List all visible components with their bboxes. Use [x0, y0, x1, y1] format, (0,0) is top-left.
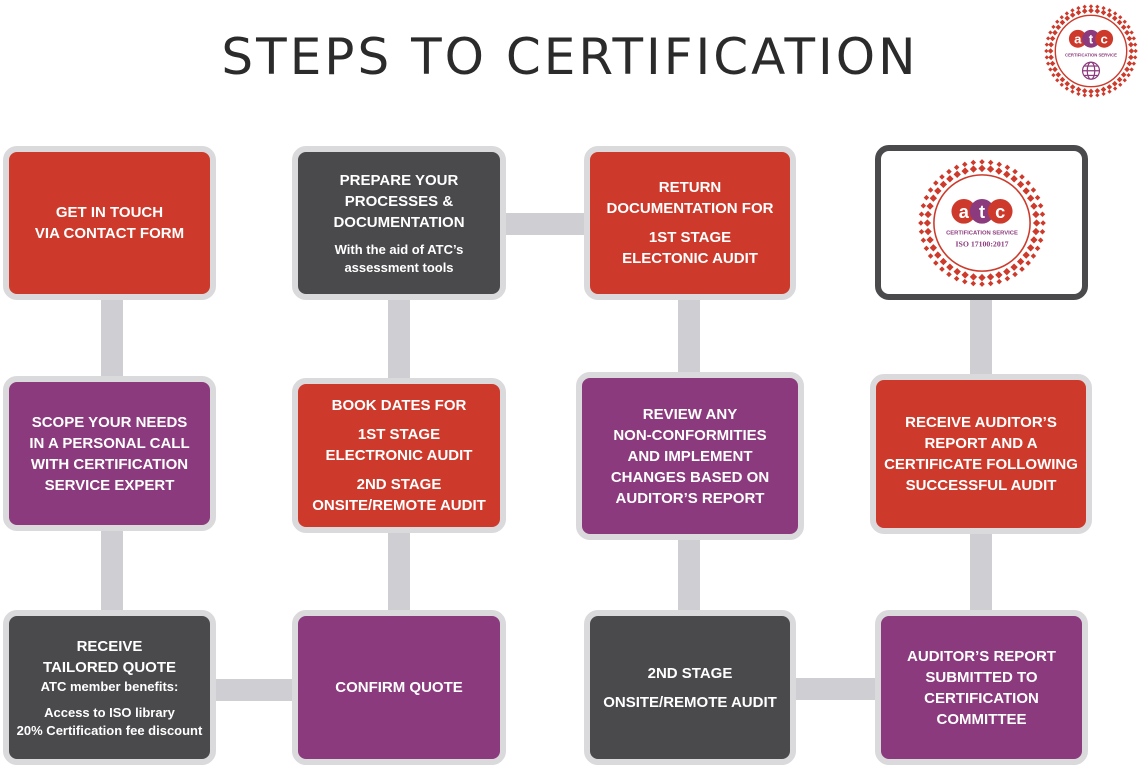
connector — [795, 678, 881, 700]
step-title: RETURN DOCUMENTATION FOR — [606, 179, 774, 217]
step-stage-1: 1ST STAGE ELECTRONIC AUDIT — [325, 426, 473, 464]
step-review-nonconformities: REVIEW ANY NON-CONFORMITIES AND IMPLEMEN… — [576, 372, 804, 540]
step-prepare-processes: PREPARE YOUR PROCESSES & DOCUMENTATION W… — [292, 146, 506, 300]
step-subtitle: ATC member benefits: — [40, 678, 179, 694]
connector — [678, 298, 700, 376]
svg-text:c: c — [995, 201, 1005, 221]
connector — [678, 536, 700, 614]
step-benefits: Access to ISO library 20% Certification … — [16, 704, 203, 738]
svg-text:a: a — [1074, 31, 1082, 46]
logo-tagline: CERTIFICATION SERVICE — [946, 230, 1018, 236]
step-title: BOOK DATES FOR — [331, 397, 467, 414]
step-title: CONFIRM QUOTE — [335, 679, 463, 696]
connector — [970, 298, 992, 376]
logo-tagline: CERTIFICATION SERVICE — [1065, 53, 1117, 58]
connector — [212, 679, 298, 701]
step-title: RECEIVE AUDITOR’S REPORT AND A CERTIFICA… — [884, 414, 1078, 494]
step-title: 2ND STAGE — [647, 664, 733, 682]
step-return-documentation: RETURN DOCUMENTATION FOR 1ST STAGE ELECT… — [584, 146, 796, 300]
step-title: REVIEW ANY NON-CONFORMITIES AND IMPLEMEN… — [610, 405, 770, 507]
step-title: AUDITOR’S REPORT SUBMITTED TO CERTIFICAT… — [907, 647, 1056, 728]
logo-iso-label: ISO 17100:2017 — [955, 239, 1008, 248]
atc-iso-logo: a t c CERTIFICATION SERVICE ISO 17100:20… — [917, 158, 1046, 287]
logo-wordmark: a t c — [1068, 29, 1114, 48]
connector — [101, 298, 123, 380]
step-scope-needs: SCOPE YOUR NEEDS IN A PERSONAL CALL WITH… — [3, 376, 216, 531]
step-report-submitted: AUDITOR’S REPORT SUBMITTED TO CERTIFICAT… — [875, 610, 1088, 765]
step-get-in-touch: GET IN TOUCH VIA CONTACT FORM — [3, 146, 216, 300]
step-subtitle: ONSITE/REMOTE AUDIT — [603, 693, 777, 711]
connector — [101, 528, 123, 614]
step-title: PREPARE YOUR PROCESSES & DOCUMENTATION — [333, 171, 465, 231]
svg-text:c: c — [1100, 31, 1107, 46]
step-title: GET IN TOUCH VIA CONTACT FORM — [34, 204, 185, 242]
page-title: STEPS TO CERTIFICATION — [221, 28, 919, 86]
svg-text:t: t — [1089, 31, 1094, 46]
step-stage-2: 2ND STAGE ONSITE/REMOTE AUDIT — [312, 476, 486, 514]
step-subtitle: With the aid of ATC’s assessment tools — [334, 241, 464, 275]
step-second-stage-audit: 2ND STAGE ONSITE/REMOTE AUDIT — [584, 610, 796, 765]
svg-text:t: t — [978, 201, 984, 221]
connector — [388, 298, 410, 382]
svg-text:a: a — [958, 201, 969, 221]
atc-logo: a t c CERTIFICATION SERVICE — [1044, 4, 1138, 98]
connector — [388, 530, 410, 614]
step-book-dates: BOOK DATES FOR 1ST STAGE ELECTRONIC AUDI… — [292, 378, 506, 533]
globe-icon — [1081, 61, 1101, 80]
step-receive-report: RECEIVE AUDITOR’S REPORT AND A CERTIFICA… — [870, 374, 1092, 534]
step-confirm-quote: CONFIRM QUOTE — [292, 610, 506, 765]
step-stage: 1ST STAGE ELECTONIC AUDIT — [622, 229, 758, 267]
step-title: RECEIVE TAILORED QUOTE — [42, 637, 177, 676]
step-title: SCOPE YOUR NEEDS IN A PERSONAL CALL WITH… — [29, 413, 190, 494]
certificate-logo-card: a t c CERTIFICATION SERVICE ISO 17100:20… — [875, 145, 1088, 300]
connector — [500, 213, 588, 235]
step-receive-quote: RECEIVE TAILORED QUOTE ATC member benefi… — [3, 610, 216, 765]
connector — [970, 530, 992, 614]
